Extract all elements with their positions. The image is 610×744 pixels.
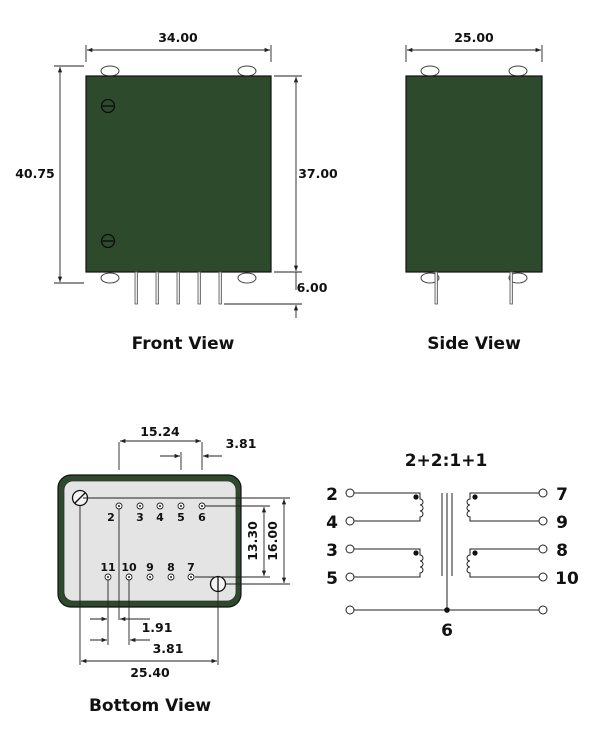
front-view-title: Front View — [132, 334, 235, 354]
bottom-offset-dim: 3.81 — [226, 436, 257, 451]
side-view: 25.00 Side View — [405, 30, 543, 354]
bottom-pin-label: 4 — [156, 511, 164, 524]
bottom-screw-right — [209, 575, 227, 593]
front-pin-4 — [197, 271, 201, 305]
front-foot-top-right — [237, 65, 257, 77]
front-pin-length-dim: 6.00 — [297, 280, 328, 295]
bottom-pin-label: 5 — [177, 511, 185, 524]
primary-pin-label: 3 — [326, 541, 338, 561]
side-pin-left — [434, 271, 438, 305]
side-view-title: Side View — [427, 334, 521, 354]
front-body-height-dim: 37.00 — [298, 166, 338, 181]
primary-pin-label: 4 — [326, 513, 338, 533]
bottom-pin-label: 7 — [187, 561, 195, 574]
front-pin-1 — [134, 271, 138, 305]
front-width-dim: 34.00 — [158, 30, 198, 45]
front-body — [85, 75, 272, 273]
bottom-pin-label: 6 — [198, 511, 206, 524]
bottom-pin-label: 3 — [136, 511, 144, 524]
front-view: 34.00 40.75 37.00 6.00 Front View — [15, 30, 338, 354]
secondary-pin-label: 9 — [556, 513, 568, 533]
side-body — [405, 75, 543, 273]
schematic: 2+2:1+1 2 4 3 5 — [326, 451, 579, 641]
secondary-pin-label: 8 — [556, 541, 568, 561]
bottom-base — [63, 480, 237, 602]
secondary-windings — [466, 488, 548, 582]
primary-windings — [345, 488, 424, 582]
bottom-depth-dim: 16.00 — [265, 521, 280, 561]
side-foot-bottom-right — [508, 272, 528, 284]
side-foot-top-left — [420, 65, 440, 77]
bottom-screw-left — [71, 489, 89, 507]
bottom-view-title: Bottom View — [89, 696, 211, 716]
primary-pin-label: 5 — [326, 569, 338, 589]
front-screw-bottom — [100, 233, 116, 249]
front-foot-top-left — [100, 65, 120, 77]
side-foot-top-right — [508, 65, 528, 77]
core-ground-line — [345, 576, 548, 615]
bottom-view: 2 3 4 5 6 11 10 9 8 7 15.24 3.81 13.30 — [57, 424, 290, 716]
side-pin-right — [509, 271, 513, 305]
bottom-span-dim: 25.40 — [130, 665, 170, 680]
bottom-pin-label: 9 — [146, 561, 154, 574]
bottom-pin-offset2-dim: 3.81 — [153, 641, 184, 656]
bottom-pin-label: 10 — [121, 561, 137, 574]
front-pin-3 — [176, 271, 180, 305]
secondary-pin-label: 10 — [555, 569, 579, 589]
front-foot-bottom-right — [237, 272, 257, 284]
front-screw-top — [100, 98, 116, 114]
bottom-pitch-dim: 15.24 — [140, 424, 180, 439]
side-foot-bottom-left — [420, 272, 440, 284]
front-pin-5 — [218, 271, 222, 305]
secondary-pin-label: 7 — [556, 485, 568, 505]
primary-pin-label: 2 — [326, 485, 338, 505]
bottom-pin-label: 2 — [107, 511, 115, 524]
bottom-row-spacing-dim: 13.30 — [245, 521, 260, 561]
turns-ratio: 2+2:1+1 — [405, 451, 488, 471]
front-height-dim: 40.75 — [15, 166, 55, 181]
bottom-pin-label: 8 — [167, 561, 175, 574]
front-pin-2 — [155, 271, 159, 305]
side-width-dim: 25.00 — [454, 30, 494, 45]
front-foot-bottom-left — [100, 272, 120, 284]
bottom-pin-label: 11 — [100, 561, 115, 574]
center-pin-label: 6 — [441, 621, 453, 641]
bottom-pin-offset-dim: 1.91 — [142, 620, 173, 635]
